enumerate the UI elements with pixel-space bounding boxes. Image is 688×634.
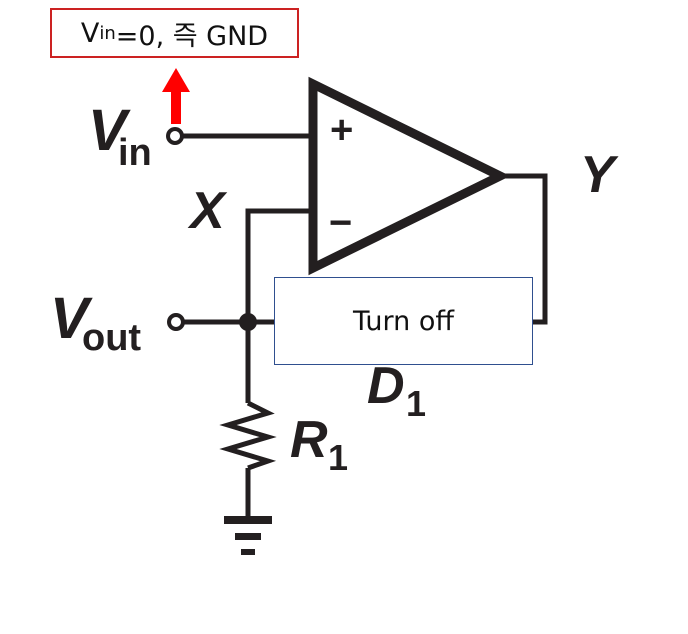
opamp-triangle: [308, 76, 511, 276]
callout-prefix: V: [80, 17, 100, 49]
arrow-shaft: [171, 90, 181, 124]
label-vin-main: V: [88, 98, 131, 163]
label-vout-sub: out: [82, 317, 141, 359]
label-r1-sub: 1: [328, 437, 348, 478]
resistor-r1: [219, 400, 277, 471]
x-node-wire: [245, 208, 313, 322]
label-r1-main: R: [290, 411, 328, 469]
ground-bar-2: [235, 533, 261, 540]
callout-suffix: =0, 즉 GND: [115, 20, 269, 52]
turn-off-overlay: Turn off: [274, 277, 533, 365]
vin-terminal: [166, 127, 184, 145]
ground-bar-1: [224, 516, 272, 524]
label-vin-sub: in: [118, 132, 152, 174]
opamp-plus-sign: +: [330, 108, 353, 152]
label-x: X: [187, 182, 228, 240]
turn-off-label: Turn off: [353, 305, 454, 337]
arrow-up-icon: [162, 68, 190, 92]
label-d1-main: D: [367, 357, 405, 415]
label-y: Y: [580, 146, 619, 204]
opamp-minus-sign: −: [329, 201, 352, 245]
callout-subscript: in: [99, 22, 116, 44]
ground-bar-3: [241, 549, 255, 555]
vout-terminal: [167, 313, 185, 331]
label-vout-main: V: [50, 286, 93, 351]
label-d1-sub: 1: [406, 383, 426, 424]
